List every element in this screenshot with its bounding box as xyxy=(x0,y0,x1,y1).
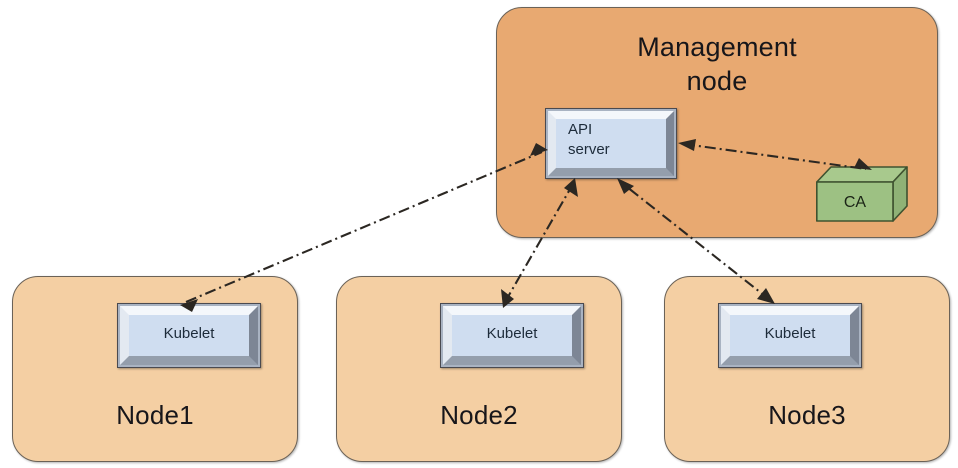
worker-node-1-title: Node1 xyxy=(116,400,194,430)
api-server-label-line2: server xyxy=(568,141,610,158)
kubelet-3-frame xyxy=(721,306,859,365)
ca-cuboid-shape xyxy=(816,166,908,222)
kubelet-2-frame xyxy=(443,306,581,365)
api-server-label-line1: API xyxy=(568,121,593,138)
kubelet-box-node-3[interactable]: Kubelet xyxy=(718,303,862,368)
management-node-title-line1: Management xyxy=(637,32,797,62)
management-node-title-line2: node xyxy=(686,66,748,96)
kubelet-3-label: Kubelet xyxy=(764,325,816,342)
kubelet-1-label: Kubelet xyxy=(163,325,215,342)
kubelet-box-node-1[interactable]: Kubelet xyxy=(117,303,261,368)
management-node-title: Management node xyxy=(497,30,937,98)
worker-node-3-title: Node3 xyxy=(768,400,846,430)
api-server-frame xyxy=(548,111,674,176)
kubelet-box-node-2[interactable]: Kubelet xyxy=(440,303,584,368)
ca-label: CA xyxy=(843,194,867,211)
kubelet-2-label: Kubelet xyxy=(486,325,538,342)
api-server-box[interactable]: API server xyxy=(545,108,677,179)
ca-box[interactable]: CA xyxy=(816,166,908,222)
worker-node-2-title: Node2 xyxy=(440,400,518,430)
